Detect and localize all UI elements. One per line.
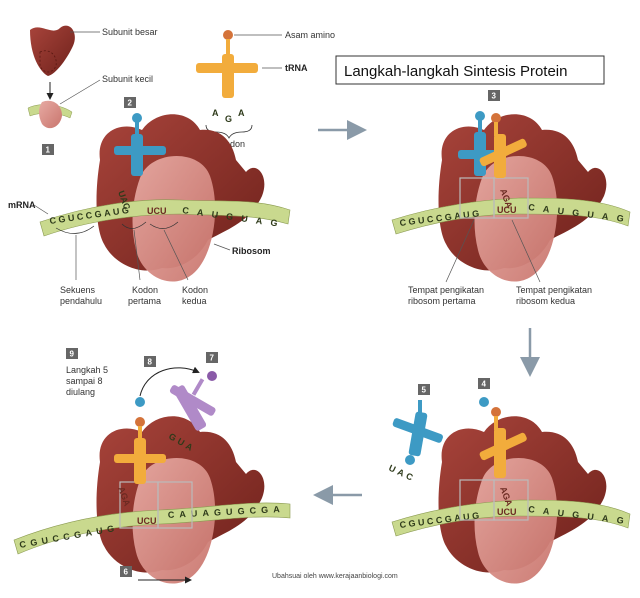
title-box: Langkah-langkah Sintesis Protein: [335, 55, 605, 85]
label-mrna: mRNA: [8, 200, 36, 210]
free-anticodon-3: A: [238, 108, 245, 118]
step-badge-7: [206, 352, 218, 363]
mrna-codon2-seq: UCU: [497, 205, 517, 215]
peptidyl-trna: [494, 428, 506, 478]
label-sekuens-2: pendahulu: [60, 296, 102, 306]
step-badge-3: [488, 90, 500, 101]
subunit-legend: Subunit besar Subunit kecil 1: [27, 25, 158, 155]
step-badge-8: [144, 356, 156, 367]
step-badge-5: [418, 384, 430, 395]
step-num-4: 4: [482, 380, 487, 389]
mrna-strand: [39, 199, 291, 237]
exit-arrow: [139, 366, 200, 397]
step-badge-6: [120, 566, 132, 577]
label-kodon-kedua-1: Kodon: [182, 285, 208, 295]
label-langkah-1: Langkah 5: [66, 365, 108, 375]
incoming-trna: [173, 385, 207, 431]
mrna-codon2-seq: UCU: [147, 206, 167, 216]
label-kodon-pertama-2: pertama: [128, 296, 161, 306]
label-tempat-1a: Tempat pengikatan: [408, 285, 484, 295]
amino-acid-icon: [223, 30, 233, 40]
mrna-strand: [391, 197, 631, 235]
label-sekuens-1: Sekuens: [60, 285, 96, 295]
p3-free-anticodon: UAC: [387, 463, 417, 484]
label-langkah-3: diulang: [66, 387, 95, 397]
ribosome-small-subunit: [474, 457, 558, 584]
step-num-5: 5: [422, 386, 427, 395]
free-anticodon-1: A: [212, 108, 219, 118]
mrna-codon2-seq: UCU: [497, 507, 517, 517]
label-langkah-2: sampai 8: [66, 376, 103, 386]
small-subunit-icon: [39, 100, 62, 129]
step-badge-9: [66, 348, 78, 359]
a-site-box: [157, 481, 193, 529]
label-subunit-kecil: Subunit kecil: [102, 74, 153, 84]
step-num-6: 6: [124, 568, 129, 577]
step-num-3: 3: [492, 92, 497, 101]
second-trna: [494, 134, 506, 178]
mrna-codon2-seq: UCU: [137, 516, 157, 526]
free-anticodon-2: G: [225, 114, 232, 124]
step-num-2: 2: [128, 99, 133, 108]
label-tempat-2b: ribosom kedua: [516, 296, 575, 306]
initiator-trna: [131, 134, 143, 176]
label-tempat-2a: Tempat pengikatan: [516, 285, 592, 295]
step-num-7: 7: [210, 354, 215, 363]
mrna-strand: [13, 502, 291, 555]
step-num-9: 9: [70, 350, 75, 359]
diagram-title: Langkah-langkah Sintesis Protein: [344, 63, 567, 80]
step-badge-2: [124, 97, 136, 108]
step-badge-1: [42, 144, 54, 155]
panel-initiation: CGUCCGAUG UCU CAUGUAG UAC 2 mRNA Ribosom…: [8, 97, 291, 306]
large-subunit-icon: [30, 25, 75, 76]
label-subunit-besar: Subunit besar: [102, 27, 158, 37]
credit-text: Ubahsuai oleh www.kerajaanbiologi.com: [272, 573, 398, 580]
a-site-box: [493, 479, 529, 521]
panel-second-trna-binds: CGUCCGAUG UCU CAUGUAG AGA 3 Tempat pengi…: [391, 90, 631, 306]
step-num-1: 1: [46, 146, 51, 155]
panel-first-trna-leaves: CGUCCGAUG UCU CAUGUAG AGA 4 UAC 5: [387, 378, 631, 584]
first-trna: [474, 132, 486, 176]
label-kodon-pertama-1: Kodon: [132, 285, 158, 295]
ribosome-small-subunit: [132, 155, 216, 282]
step-badge-4: [478, 378, 490, 389]
label-ribosom: Ribosom: [232, 246, 271, 256]
mrna-strand: [391, 499, 631, 537]
step-num-8: 8: [148, 358, 153, 367]
trna-legend: Asam amino tRNA A G A Antikodon: [196, 30, 335, 149]
a-site-box: [493, 177, 529, 219]
released-trna: [408, 411, 428, 457]
peptidyl-trna: [134, 438, 146, 484]
label-kodon-kedua-2: kedua: [182, 296, 207, 306]
trna-icon: [222, 54, 234, 98]
ribosome-small-subunit: [474, 155, 558, 282]
label-trna: tRNA: [285, 63, 308, 73]
label-tempat-1b: ribosom pertama: [408, 296, 476, 306]
panel-translocation: CGUCCGAUG UCU CAUAGUGCGA AGA GUA 8 7 9 L…: [13, 348, 291, 584]
label-asam-amino: Asam amino: [285, 30, 335, 40]
